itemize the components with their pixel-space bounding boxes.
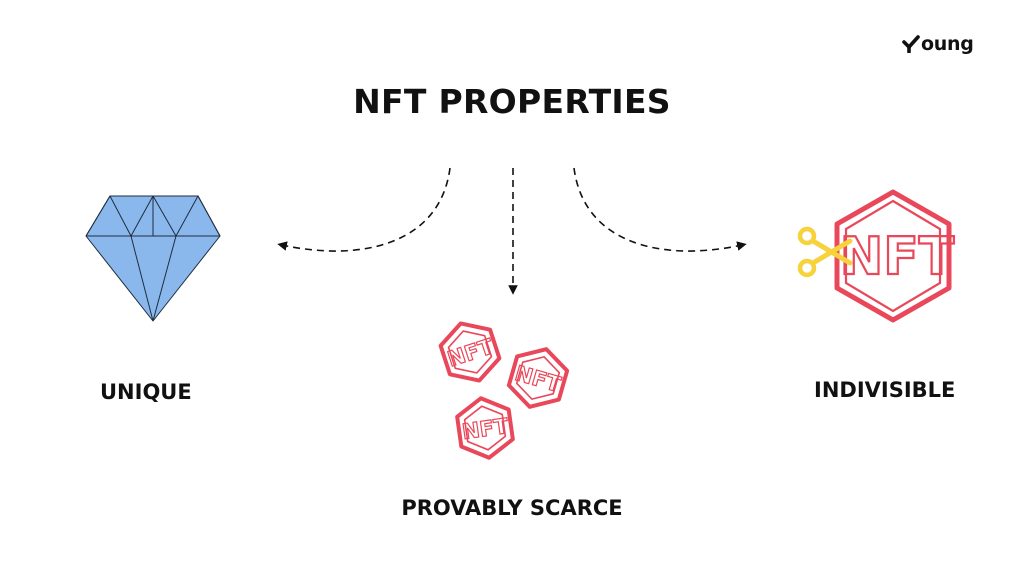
arrow-to-indivisible — [573, 167, 747, 252]
diagram-title: NFT PROPERTIES — [353, 82, 671, 121]
scissors-icon — [797, 226, 853, 278]
nft-token-bottom: NFT — [455, 396, 515, 460]
brand-logo: oung — [902, 31, 974, 57]
nft-badge-large-text: NFT — [840, 227, 955, 287]
checkmark-y-icon — [902, 35, 920, 53]
label-provably-scarce: PROVABLY SCARCE — [401, 496, 623, 520]
brand-logo-text: oung — [921, 32, 974, 55]
nft-badge-large: NFT — [834, 189, 956, 323]
nft-token-top: NFT — [438, 321, 502, 383]
diamond-icon — [85, 195, 221, 322]
label-unique: UNIQUE — [100, 380, 192, 404]
label-indivisible: INDIVISIBLE — [814, 378, 956, 402]
nft-token-right: NFT — [506, 347, 570, 409]
nft-tokens-icon: NFT NFT NFT — [438, 321, 570, 460]
arrow-to-unique — [277, 167, 451, 252]
nft-scissors-icon: NFT — [797, 189, 956, 323]
